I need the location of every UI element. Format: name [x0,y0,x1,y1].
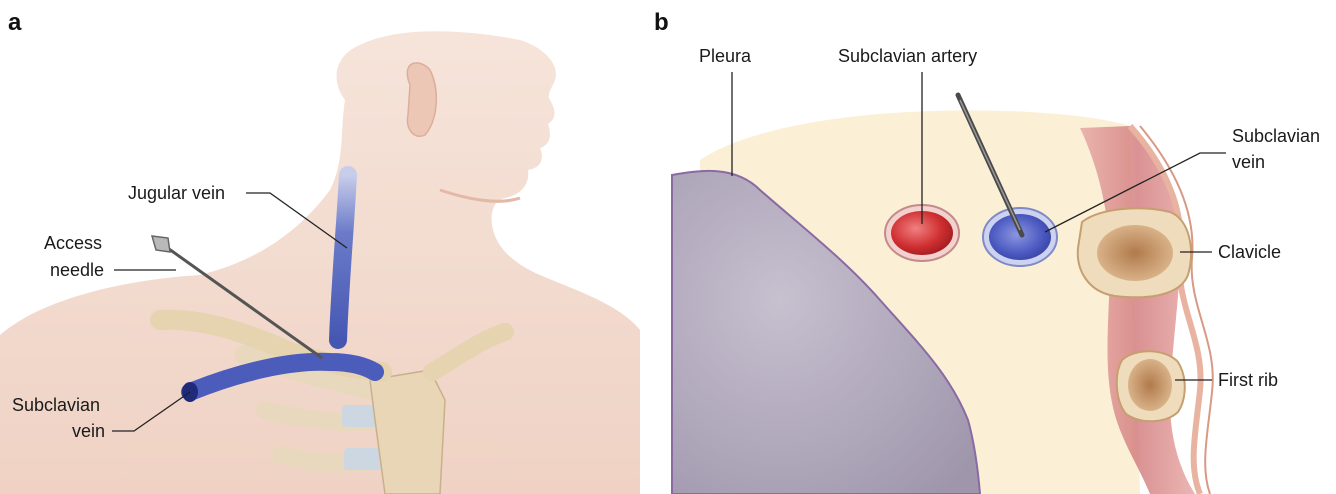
first-rib-marrow [1128,359,1172,411]
costal-cartilage-2 [344,448,384,470]
label-subclavian-vein-b-1: Subclavian [1232,126,1320,146]
label-clavicle: Clavicle [1218,242,1281,262]
label-first-rib: First rib [1218,370,1278,390]
clavicle-marrow [1097,225,1173,281]
label-subclavian-vein-b-2: vein [1232,152,1265,172]
panel-b-letter: b [654,9,669,36]
panel-a: a Jugular vein Access needle Subclavian [0,9,640,494]
label-pleura: Pleura [699,46,752,66]
label-subclavian-vein-a-1: Subclavian [12,395,100,415]
panel-b: b Pleura Subclavian artery Subclavian [654,9,1320,494]
label-subclavian-artery: Subclavian artery [838,46,977,66]
panel-a-letter: a [8,9,22,36]
ear-shape [407,63,436,136]
label-access-needle-2: needle [50,260,104,280]
label-access-needle-1: Access [44,233,102,253]
subclavian-vein-lumen [989,214,1051,260]
label-subclavian-vein-a-2: vein [72,421,105,441]
jugular-vein [338,175,348,340]
needle-hub [152,236,170,252]
label-jugular-vein: Jugular vein [128,183,225,203]
